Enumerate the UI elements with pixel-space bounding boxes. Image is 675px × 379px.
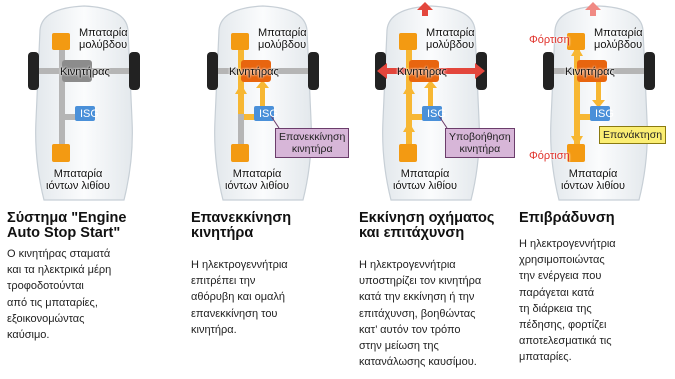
forward-arrow-icon: [585, 2, 601, 16]
isg-unit: [75, 106, 95, 121]
forward-arrow-icon: [417, 2, 433, 16]
isg-unit: [590, 106, 610, 121]
isg-label: ISG: [259, 108, 278, 120]
charge-arrow-up-icon: [571, 46, 583, 56]
wheel-front-left: [207, 52, 218, 90]
engine-label: Κινητήρας: [397, 66, 447, 78]
flow-arrow-icon: [403, 84, 415, 94]
charge-label-bottom: Φόρτιση: [529, 150, 570, 162]
wheel-front-right: [129, 52, 140, 90]
car-diagram: [28, 5, 140, 201]
wiring-lithium: [574, 114, 580, 148]
drive-arrow-left-icon: [377, 63, 387, 79]
flow-arrow-icon: [235, 84, 247, 94]
wiring-isg: [238, 114, 258, 120]
wiring-isg: [59, 114, 79, 120]
engine-block: [409, 60, 439, 82]
lithium-battery: [231, 144, 249, 162]
wheel-front-left: [28, 52, 39, 90]
wheel-front-right: [644, 52, 655, 90]
engine-block: [577, 60, 607, 82]
engine-label: Κινητήρας: [229, 66, 279, 78]
drive-arrow-right-icon: [475, 63, 485, 79]
car-diagram: [543, 2, 655, 201]
wheel-front-left: [543, 52, 554, 90]
wheel-front-right: [308, 52, 319, 90]
flow-arrow-icon: [592, 100, 605, 108]
wiring-lithium: [238, 114, 244, 148]
engine-to-isg-link: [596, 82, 601, 104]
lead-battery: [231, 33, 249, 50]
engine-label: Κινητήρας: [60, 66, 110, 78]
engine-label: Κινητήρας: [565, 66, 615, 78]
lithium-battery: [567, 144, 585, 162]
charge-label-top: Φόρτιση: [529, 34, 570, 46]
wiring-lead: [574, 50, 580, 120]
wiring-isg: [574, 114, 594, 120]
flow-arrow-icon: [256, 80, 269, 88]
lead-battery: [399, 33, 417, 50]
flow-arrow-icon: [403, 122, 415, 132]
lithium-battery: [399, 144, 417, 162]
isg-to-engine-link: [428, 84, 433, 106]
isg-label: ISG: [80, 108, 99, 120]
isg-unit: [254, 106, 274, 121]
panel-title: Επιβράδυνση: [519, 210, 615, 226]
charge-arrow-down-icon: [571, 136, 583, 146]
callout-pointer: [270, 115, 280, 129]
flow-arrow-icon: [424, 80, 437, 88]
isg-to-engine-link: [260, 84, 265, 106]
isg-label: ISG: [595, 108, 614, 120]
engine-block: [241, 60, 271, 82]
wiring-lead: [59, 50, 65, 120]
engine-block: [62, 60, 92, 82]
lithium-battery: [52, 144, 70, 162]
lead-battery: [567, 33, 585, 50]
isg-unit: [422, 106, 442, 121]
regeneration-callout: Επανάκτηση: [599, 126, 667, 144]
wiring-lithium: [59, 114, 65, 148]
lead-battery: [52, 33, 70, 50]
isg-label: ISG: [427, 108, 446, 120]
callout-pointer: [438, 115, 448, 129]
wiring-isg: [406, 114, 426, 120]
